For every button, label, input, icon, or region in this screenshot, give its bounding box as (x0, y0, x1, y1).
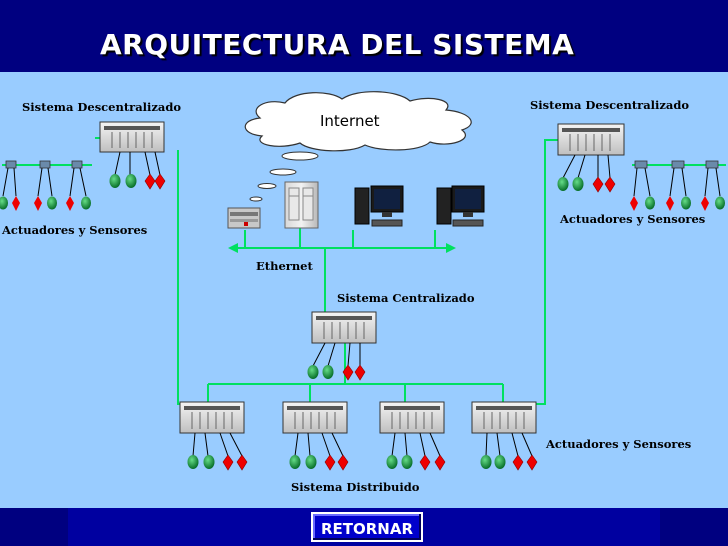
label-decentralized-left: Sistema Descentralizado (22, 100, 182, 114)
page-title: ARQUITECTURA DEL SISTEMA (100, 28, 575, 61)
label-centralized: Sistema Centralizado (337, 291, 475, 305)
label-distributed: Sistema Distribuido (291, 480, 420, 494)
plc-centralized (311, 311, 377, 344)
label-actuators-right: Actuadores y Sensores (560, 212, 706, 226)
sensors (109, 174, 584, 469)
link-right-to-distributed (536, 139, 558, 405)
router-device (227, 207, 261, 229)
actuators (144, 173, 616, 471)
label-actuators-left: Actuadores y Sensores (2, 223, 148, 237)
ethernet-arrow-left (228, 243, 238, 253)
network-lines (95, 137, 558, 405)
internet-cloud (244, 91, 472, 202)
workstation-2 (436, 185, 485, 227)
link-left-to-distributed (177, 150, 180, 405)
field-bus-left (0, 160, 92, 211)
plc-left-decentralized (99, 121, 165, 153)
plc-distributed-2 (282, 401, 348, 434)
plc-distributed-4 (471, 401, 537, 434)
plc-device-wires (114, 151, 611, 457)
server-tower (284, 181, 319, 229)
return-button[interactable]: RETORNAR (311, 512, 423, 542)
plc-distributed-3 (379, 401, 445, 434)
title-bar: ARQUITECTURA DEL SISTEMA (0, 0, 728, 72)
field-bus-right (630, 160, 726, 211)
label-decentralized-right: Sistema Descentralizado (530, 98, 690, 112)
label-ethernet: Ethernet (256, 259, 313, 273)
workstation-1 (354, 185, 404, 227)
label-actuators-bottom: Actuadores y Sensores (546, 437, 692, 451)
label-internet: Internet (320, 112, 380, 130)
plc-distributed-1 (179, 401, 245, 434)
plc-right-decentralized (557, 123, 625, 156)
ethernet-arrow-right (446, 243, 456, 253)
